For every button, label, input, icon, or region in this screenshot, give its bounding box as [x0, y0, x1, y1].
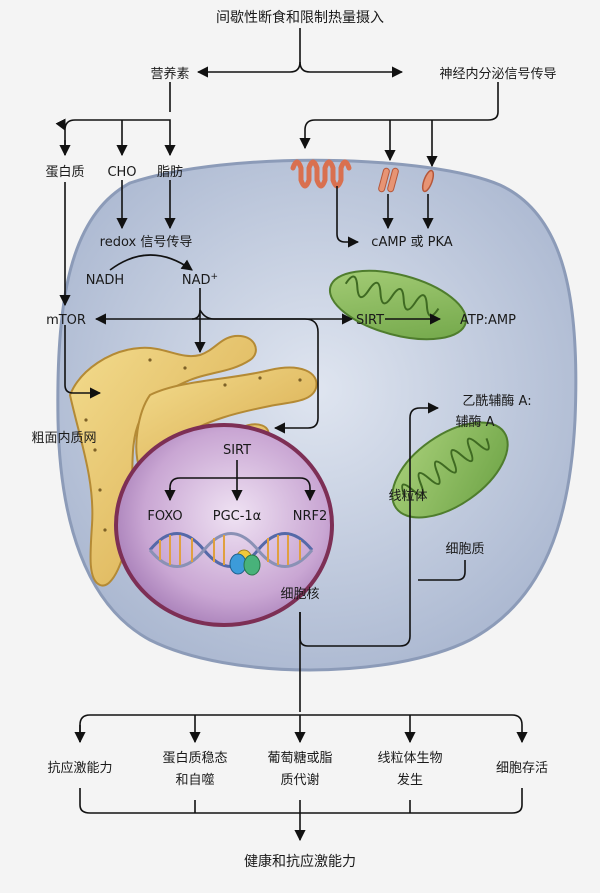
gpcr-receptor	[290, 159, 352, 189]
channel-receptor	[378, 167, 399, 193]
sirt-nucleus-label: SIRT	[223, 443, 251, 458]
mitochondrion-lower	[391, 421, 509, 519]
nutrients-label: 营养素	[150, 66, 189, 82]
title-label: 间歇性断食和限制热量摄入	[216, 9, 384, 26]
bottom-outcome-label: 健康和抗应激能力	[244, 853, 356, 870]
outcome-4-line2: 发生	[397, 772, 423, 788]
nadh-label: NADH	[86, 273, 124, 288]
neuro-signaling-label: 神经内分泌信号传导	[439, 66, 556, 82]
mitochondrion-label: 线粒体	[388, 489, 427, 504]
outcome-3-line2: 质代谢	[280, 772, 319, 788]
nrf2-label: NRF2	[293, 509, 328, 524]
mtor-label: mTOR	[46, 313, 86, 328]
outcome-3-line1: 葡萄糖或脂	[267, 750, 332, 766]
single-receptor	[421, 169, 435, 193]
acetyl-coa-label-1: 乙酰辅酶 A:	[462, 393, 531, 409]
fat-label: 脂肪	[157, 164, 183, 180]
acetyl-coa-label-2: 辅酶 A	[455, 414, 494, 430]
redox-label: redox 信号传导	[100, 235, 193, 250]
outcome-4-line1: 线粒体生物	[377, 751, 442, 766]
cho-label: CHO	[107, 165, 136, 180]
cytoplasm-label: 细胞质	[445, 542, 484, 557]
pgc-label: PGC-1α	[213, 509, 262, 524]
nucleus-body	[114, 423, 334, 627]
atp-amp-label: ATP:AMP	[460, 313, 516, 328]
protein-label: 蛋白质	[45, 164, 84, 180]
nad-label: NAD+	[182, 272, 218, 288]
outcome-1-line1: 抗应激能力	[47, 760, 112, 776]
sirt-cytoplasm-label: SIRT	[356, 313, 384, 328]
camp-pka-label: cAMP 或 PKA	[371, 235, 452, 250]
nucleus-label: 细胞核	[280, 587, 319, 602]
rough-er-label: 粗面内质网	[31, 430, 96, 446]
transcription-complex	[229, 549, 261, 576]
outcome-2-line1: 蛋白质稳态	[162, 750, 227, 766]
outcome-2-line2: 和自噬	[175, 773, 214, 788]
arrow-lines	[59, 28, 528, 842]
outcome-5-line1: 细胞存活	[496, 761, 548, 776]
foxo-label: FOXO	[147, 509, 182, 524]
